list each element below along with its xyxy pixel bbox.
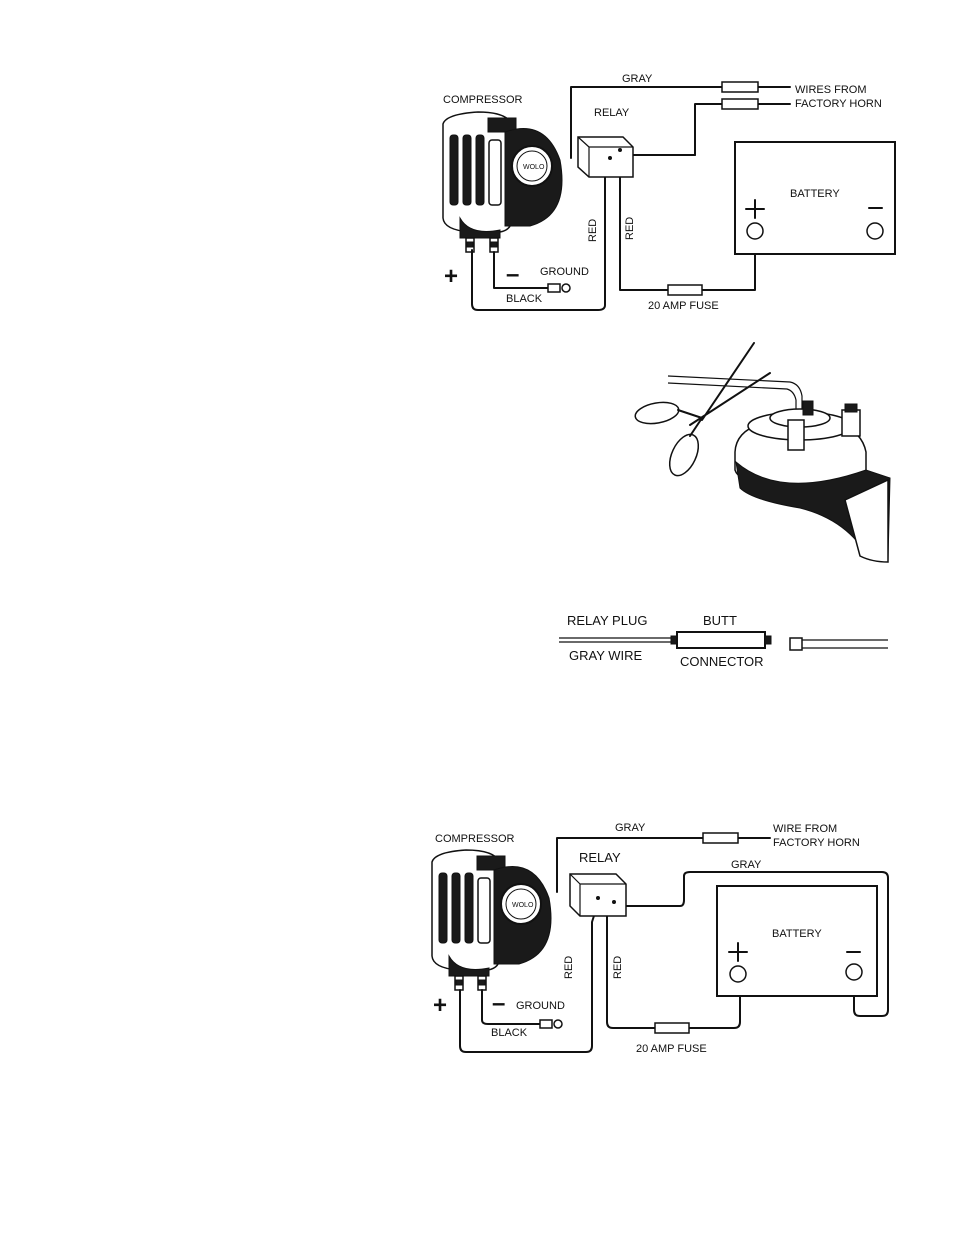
d1-factory-horn-label: FACTORY HORN <box>795 98 882 110</box>
butt-label: BUTT <box>703 613 737 628</box>
compressor-illustration: WOLO <box>442 111 563 253</box>
scissors-handle-left-icon <box>634 401 680 425</box>
d1-black-label: BLACK <box>506 293 543 305</box>
d2-red-right-label: RED <box>612 956 624 979</box>
compressor-2-badge-text: WOLO <box>512 902 534 909</box>
d1-red-left-label: RED <box>587 219 599 242</box>
battery-negative-terminal <box>866 222 884 240</box>
butt-connector-1 <box>721 81 759 93</box>
connector-label: CONNECTOR <box>680 654 764 669</box>
d1-compressor-plus: + <box>444 263 458 290</box>
scissors-handle-right-icon <box>668 433 700 477</box>
compressor-badge-text: WOLO <box>523 164 545 171</box>
d2-black-ground-wire <box>481 989 541 1025</box>
relay-box <box>577 136 634 178</box>
compressor-illustration-2: WOLO <box>431 849 552 991</box>
d1-battery-label: BATTERY <box>790 188 840 200</box>
d2-relay-box <box>569 873 627 917</box>
d2-battery-negative-terminal <box>845 963 863 981</box>
ground-bolt-icon <box>561 283 571 293</box>
d2-gray-top-label: GRAY <box>615 822 646 834</box>
d1-ground-label: GROUND <box>540 266 589 278</box>
wiring-diagram-2: WOLO COM <box>431 822 889 1055</box>
d2-red-wire-relay-out <box>459 896 601 1053</box>
d1-wires-from-label: WIRES FROM <box>795 84 867 96</box>
d2-compressor-label: COMPRESSOR <box>435 833 515 845</box>
d2-black-label: BLACK <box>491 1027 528 1039</box>
d2-compressor-plus: + <box>433 992 447 1019</box>
butt-connector-diagram: RELAY PLUG GRAY WIRE BUTT CONNECTOR <box>559 613 888 669</box>
d2-fuse-label: 20 AMP FUSE <box>636 1043 707 1055</box>
battery-plus-icon <box>745 199 765 219</box>
d2-ground-bolt-icon <box>553 1019 563 1029</box>
d2-battery-label: BATTERY <box>772 928 822 940</box>
relay-plug-label: RELAY PLUG <box>567 613 647 628</box>
wiring-diagram-1: WOLO <box>442 73 896 312</box>
d1-compressor-minus: – <box>506 261 519 288</box>
d2-fuse-holder <box>654 1022 690 1034</box>
fuse-holder <box>667 284 703 296</box>
d2-wire-from-label: WIRE FROM <box>773 823 837 835</box>
battery-box <box>734 141 896 255</box>
butt-connector-sleeve <box>676 631 766 649</box>
d2-ground-label: GROUND <box>516 1000 565 1012</box>
red-wire-relay-out <box>471 147 613 311</box>
cut-horn-wire-illustration <box>634 342 891 563</box>
d2-battery-plus-icon <box>728 942 748 962</box>
black-ground-wire <box>493 251 549 289</box>
d2-gray-right-label: GRAY <box>731 859 762 871</box>
battery-positive-terminal <box>746 222 764 240</box>
d2-compressor-minus: – <box>492 990 505 1017</box>
d2-relay-label: RELAY <box>579 850 621 865</box>
d2-red-left-label: RED <box>563 956 575 979</box>
d1-red-right-label: RED <box>624 217 636 240</box>
gray-wire-compressor-to-relay <box>570 86 725 159</box>
factory-horn-wire-2 <box>694 103 791 156</box>
d2-battery-box <box>716 885 878 997</box>
d2-factory-horn-label: FACTORY HORN <box>773 837 860 849</box>
ground-terminal <box>547 283 561 293</box>
gray-wire-label: GRAY WIRE <box>569 648 643 663</box>
d1-compressor-label: COMPRESSOR <box>443 94 523 106</box>
d2-gray-wire-relay-to-battery-negative <box>619 871 889 1017</box>
d2-fuse-to-battery-wire <box>688 981 741 1029</box>
d2-red-wire-to-fuse <box>606 911 656 1029</box>
red-wire-to-fuse <box>619 169 669 291</box>
d2-butt-connector <box>702 832 739 844</box>
d1-gray-label: GRAY <box>622 73 653 85</box>
d1-fuse-label: 20 AMP FUSE <box>648 300 719 312</box>
butt-connector-2 <box>721 98 759 110</box>
d1-relay-label: RELAY <box>594 107 630 119</box>
fuse-to-battery-wire <box>701 239 756 291</box>
d2-battery-positive-terminal <box>729 965 747 983</box>
d2-gray-wire-compressor-to-horn <box>556 837 704 893</box>
d2-ground-terminal <box>539 1019 553 1029</box>
